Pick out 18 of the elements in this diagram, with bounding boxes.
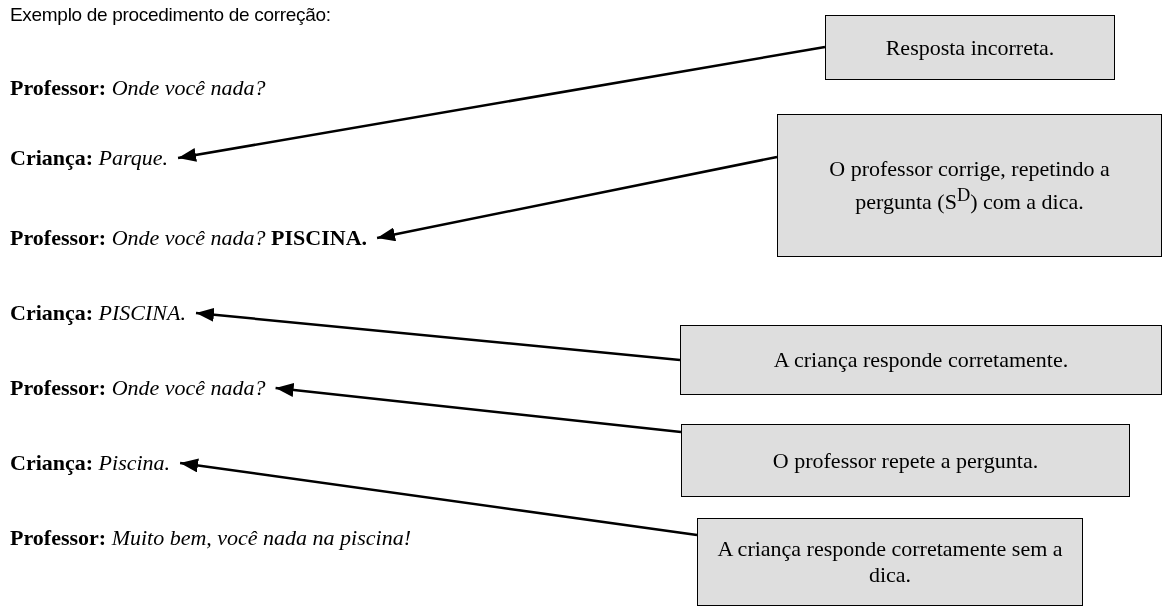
arrow xyxy=(275,383,682,434)
arrow xyxy=(177,45,826,162)
callout-box: O professor repete a pergunta. xyxy=(681,424,1130,497)
callout-box: Resposta incorreta. xyxy=(825,15,1115,80)
arrow xyxy=(179,458,698,537)
callout-box: A criança responde corretamente sem a dica. xyxy=(697,518,1083,606)
heading: Exemplo de procedimento de correção: xyxy=(10,4,331,26)
dialogue-line: Professor: Muito bem, você nada na piscina! xyxy=(10,525,411,551)
arrow xyxy=(376,155,778,242)
callout-box: A criança responde corretamente. xyxy=(680,325,1162,395)
dialogue-line: Professor: Onde você nada? PISCINA. xyxy=(10,225,368,251)
dialogue-line: Criança: Piscina. xyxy=(10,450,171,476)
dialogue-line: Criança: Parque. xyxy=(10,145,169,171)
dialogue-line: Professor: Onde você nada? xyxy=(10,375,266,401)
dialogue-line: Professor: Onde você nada? xyxy=(10,75,266,101)
dialogue-line: Criança: PISCINA. xyxy=(10,300,186,326)
arrow xyxy=(195,307,681,362)
callout-box: O professor corrige, repetindo a pergunta (S$^{D}$) com a dica. xyxy=(777,114,1162,257)
